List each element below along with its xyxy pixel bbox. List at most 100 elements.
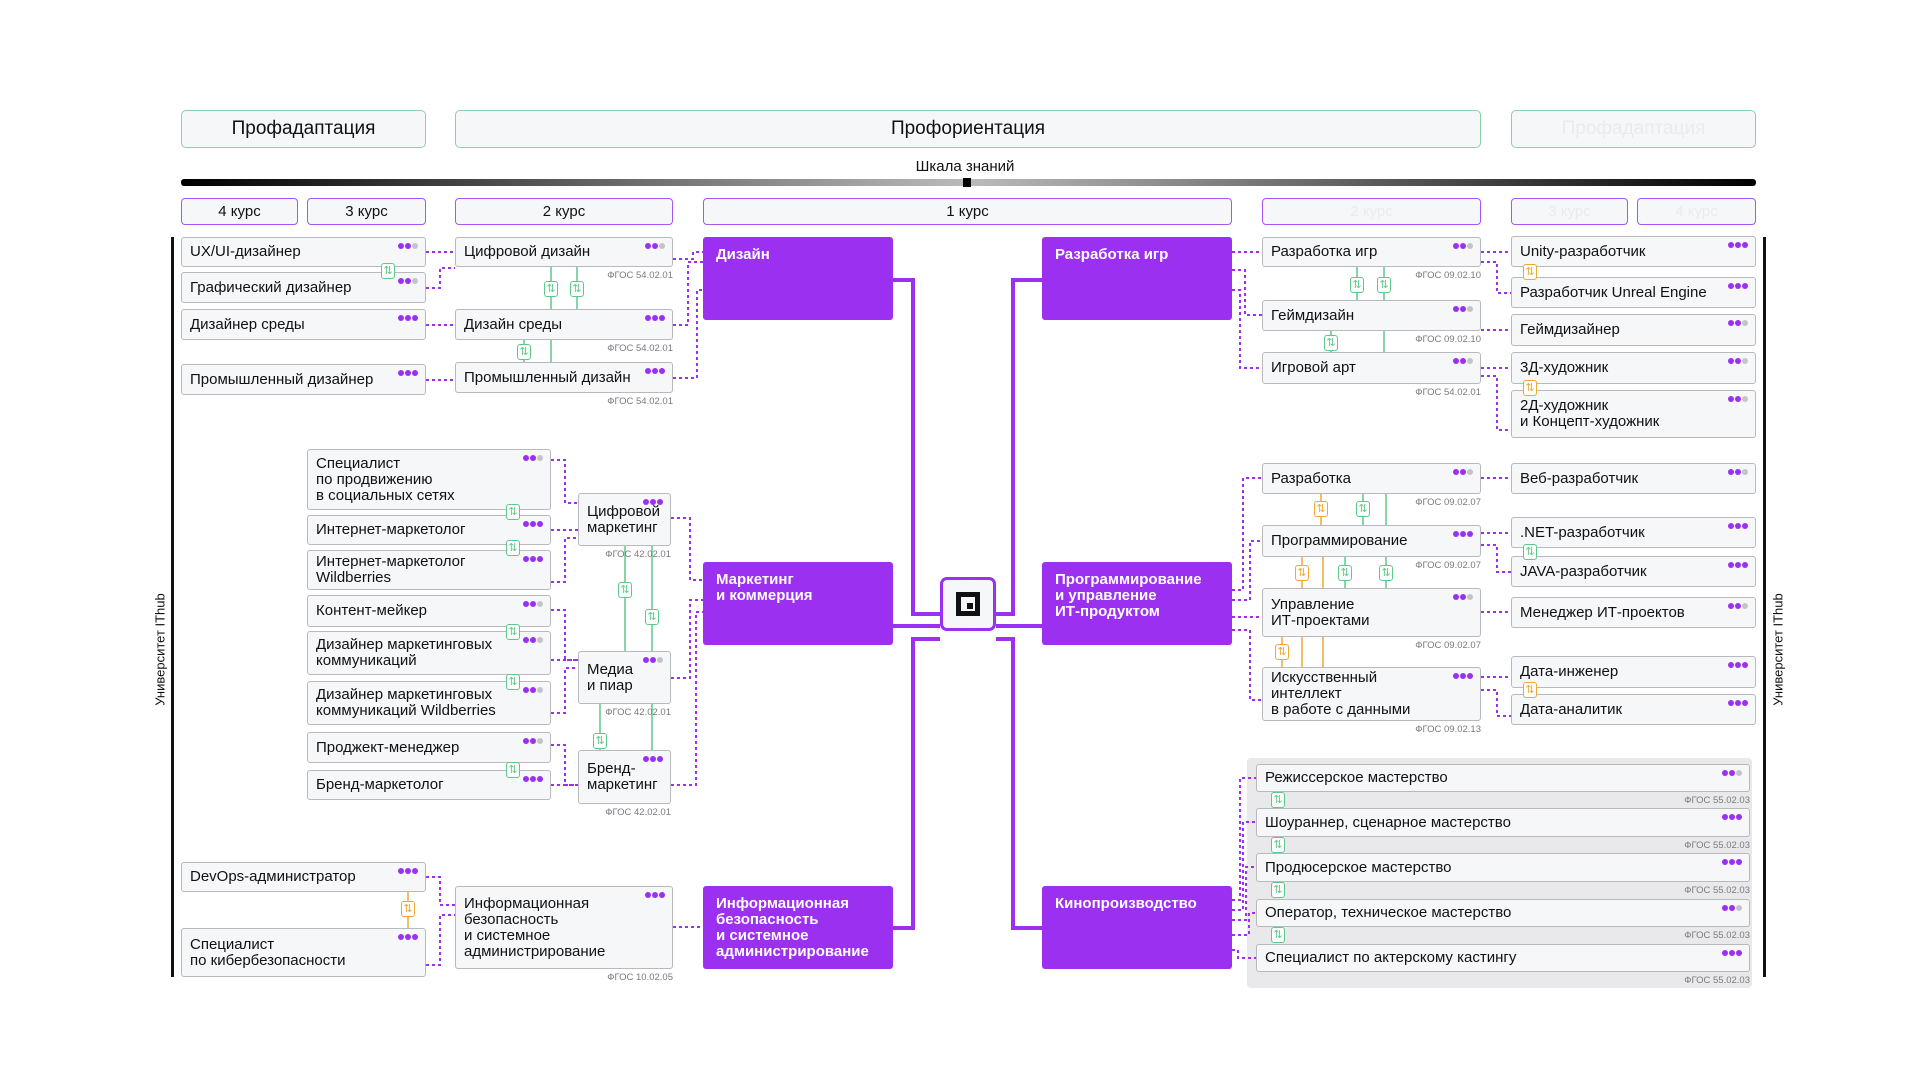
profession-design-professions-0[interactable]: UX/UI-дизайнер: [181, 237, 426, 267]
program-cinema-programs-2[interactable]: Продюсерское мастерство: [1256, 853, 1750, 882]
swap-icon[interactable]: ⇅: [570, 281, 584, 297]
rating-dot-icon: [537, 637, 543, 643]
direction-programming[interactable]: Программирование и управление ИТ-продукт…: [1042, 562, 1232, 645]
program-design-programs-2[interactable]: Промышленный дизайн: [455, 362, 673, 393]
program-cinema-programs-4[interactable]: Специалист по актерскому кастингу: [1256, 944, 1750, 972]
rating-dots: [645, 243, 665, 249]
node-label: Шоураннер, сценарное мастерство: [1265, 813, 1511, 831]
swap-icon[interactable]: ⇅: [645, 609, 659, 625]
swap-icon[interactable]: ⇅: [1379, 565, 1393, 581]
rating-dot-icon: [523, 455, 529, 461]
profession-programming-professions-0[interactable]: Веб-разработчик: [1511, 463, 1756, 494]
swap-icon[interactable]: ⇅: [1271, 927, 1285, 943]
ithub-logo: [940, 577, 996, 631]
program-games-programs-0[interactable]: Разработка игр: [1262, 237, 1481, 267]
program-programming-programs-1[interactable]: Программирование: [1262, 525, 1481, 557]
profession-games-professions-1[interactable]: Разработчик Unreal Engine: [1511, 277, 1756, 308]
transfer-icon[interactable]: ⇅: [1523, 380, 1537, 396]
swap-icon[interactable]: ⇅: [517, 344, 531, 360]
program-games-programs-2[interactable]: Игровой арт: [1262, 352, 1481, 384]
transfer-icon[interactable]: ⇅: [401, 901, 415, 917]
transfer-icon[interactable]: ⇅: [1314, 501, 1328, 517]
program-marketing-programs-2[interactable]: Бренд- маркетинг: [578, 750, 671, 804]
rating-dots: [1728, 662, 1748, 668]
swap-icon[interactable]: ⇅: [1338, 565, 1352, 581]
program-cinema-programs-1[interactable]: Шоураннер, сценарное мастерство: [1256, 808, 1750, 837]
transfer-icon[interactable]: ⇅: [1523, 682, 1537, 698]
swap-icon[interactable]: ⇅: [506, 674, 520, 690]
program-games-programs-1[interactable]: Геймдизайн: [1262, 300, 1481, 331]
profession-programming-professions-2[interactable]: JAVA-разработчик: [1511, 556, 1756, 587]
swap-icon[interactable]: ⇅: [544, 281, 558, 297]
swap-icon[interactable]: ⇅: [381, 263, 395, 279]
program-marketing-programs-0[interactable]: Цифровой маркетинг: [578, 493, 671, 546]
program-cinema-programs-0[interactable]: Режиссерское мастерство: [1256, 764, 1750, 792]
swap-icon[interactable]: ⇅: [1350, 277, 1364, 293]
rating-dots: [1728, 562, 1748, 568]
rating-dot-icon: [1729, 814, 1735, 820]
rating-dot-icon: [1722, 859, 1728, 865]
swap-icon[interactable]: ⇅: [1271, 792, 1285, 808]
swap-icon[interactable]: ⇅: [593, 733, 607, 749]
profession-design-professions-2[interactable]: Дизайнер среды: [181, 309, 426, 340]
swap-icon[interactable]: ⇅: [506, 624, 520, 640]
transfer-icon[interactable]: ⇅: [1275, 644, 1289, 660]
rating-dot-icon: [537, 556, 543, 562]
profession-programming-professions-5[interactable]: Дата-аналитик: [1511, 694, 1756, 725]
program-design-programs-1[interactable]: Дизайн среды: [455, 309, 673, 340]
swap-icon[interactable]: ⇅: [1324, 335, 1338, 351]
rating-dot-icon: [1460, 358, 1466, 364]
swap-icon[interactable]: ⇅: [1523, 544, 1537, 560]
rating-dots: [523, 776, 543, 782]
swap-icon[interactable]: ⇅: [506, 504, 520, 520]
profession-games-professions-3[interactable]: 3Д-художник: [1511, 352, 1756, 384]
fgos-code: ФГОС 54.02.01: [1415, 387, 1481, 398]
swap-icon[interactable]: ⇅: [506, 762, 520, 778]
program-marketing-programs-1[interactable]: Медиа и пиар: [578, 651, 671, 704]
rating-dot-icon: [650, 756, 656, 762]
profession-marketing-professions-6[interactable]: Проджект-менеджер: [307, 732, 551, 763]
swap-icon[interactable]: ⇅: [1377, 277, 1391, 293]
direction-cinema[interactable]: Кинопроизводство: [1042, 886, 1232, 969]
profession-marketing-professions-4[interactable]: Дизайнер маркетинговых коммуникаций: [307, 631, 551, 675]
node-label: Unity-разработчик: [1520, 242, 1646, 260]
direction-games[interactable]: Разработка игр: [1042, 237, 1232, 320]
swap-icon[interactable]: ⇅: [618, 582, 632, 598]
rating-dot-icon: [645, 315, 651, 321]
direction-design[interactable]: Дизайн: [703, 237, 893, 320]
profession-security-professions-0[interactable]: DevOps-администратор: [181, 862, 426, 892]
direction-security[interactable]: Информационная безопасность и системное …: [703, 886, 893, 969]
node-label: Дизайнер среды: [190, 315, 305, 333]
profession-programming-professions-3[interactable]: Менеджер ИТ-проектов: [1511, 597, 1756, 628]
swap-icon[interactable]: ⇅: [1356, 501, 1370, 517]
profession-marketing-professions-2[interactable]: Интернет-маркетолог Wildberries: [307, 550, 551, 590]
profession-design-professions-1[interactable]: Графический дизайнер: [181, 272, 426, 303]
rating-dot-icon: [1460, 243, 1466, 249]
program-security-programs-0[interactable]: Информационная безопасность и системное …: [455, 886, 673, 969]
program-programming-programs-0[interactable]: Разработка: [1262, 463, 1481, 494]
direction-marketing[interactable]: Маркетинг и коммерция: [703, 562, 893, 645]
profession-marketing-professions-3[interactable]: Контент-мейкер: [307, 595, 551, 627]
profession-marketing-professions-0[interactable]: Специалист по продвижению в социальных с…: [307, 449, 551, 510]
profession-security-professions-1[interactable]: Специалист по кибербезопасности: [181, 928, 426, 977]
profession-games-professions-4[interactable]: 2Д-художник и Концепт-художник: [1511, 390, 1756, 438]
profession-programming-professions-1[interactable]: .NET-разработчик: [1511, 517, 1756, 548]
profession-design-professions-3[interactable]: Промышленный дизайнер: [181, 364, 426, 395]
transfer-icon[interactable]: ⇅: [1523, 264, 1537, 280]
swap-icon[interactable]: ⇅: [1271, 882, 1285, 898]
program-programming-programs-3[interactable]: Искусственный интеллект в работе с данны…: [1262, 667, 1481, 721]
transfer-icon[interactable]: ⇅: [1295, 565, 1309, 581]
profession-games-professions-0[interactable]: Unity-разработчик: [1511, 236, 1756, 267]
fgos-code: ФГОС 09.02.07: [1415, 497, 1481, 508]
swap-icon[interactable]: ⇅: [506, 540, 520, 556]
profession-programming-professions-4[interactable]: Дата-инженер: [1511, 656, 1756, 688]
program-cinema-programs-3[interactable]: Оператор, техническое мастерство: [1256, 899, 1750, 927]
program-programming-programs-2[interactable]: Управление ИТ-проектами: [1262, 588, 1481, 637]
swap-icon[interactable]: ⇅: [1271, 837, 1285, 853]
node-label: Специалист по кибербезопасности: [190, 935, 346, 969]
node-label: Информационная безопасность и системное …: [464, 894, 606, 960]
node-label: Бренд- маркетинг: [587, 760, 658, 793]
profession-games-professions-2[interactable]: Геймдизайнер: [1511, 314, 1756, 346]
program-design-programs-0[interactable]: Цифровой дизайн: [455, 237, 673, 267]
profession-marketing-professions-5[interactable]: Дизайнер маркетинговых коммуникаций Wild…: [307, 681, 551, 725]
